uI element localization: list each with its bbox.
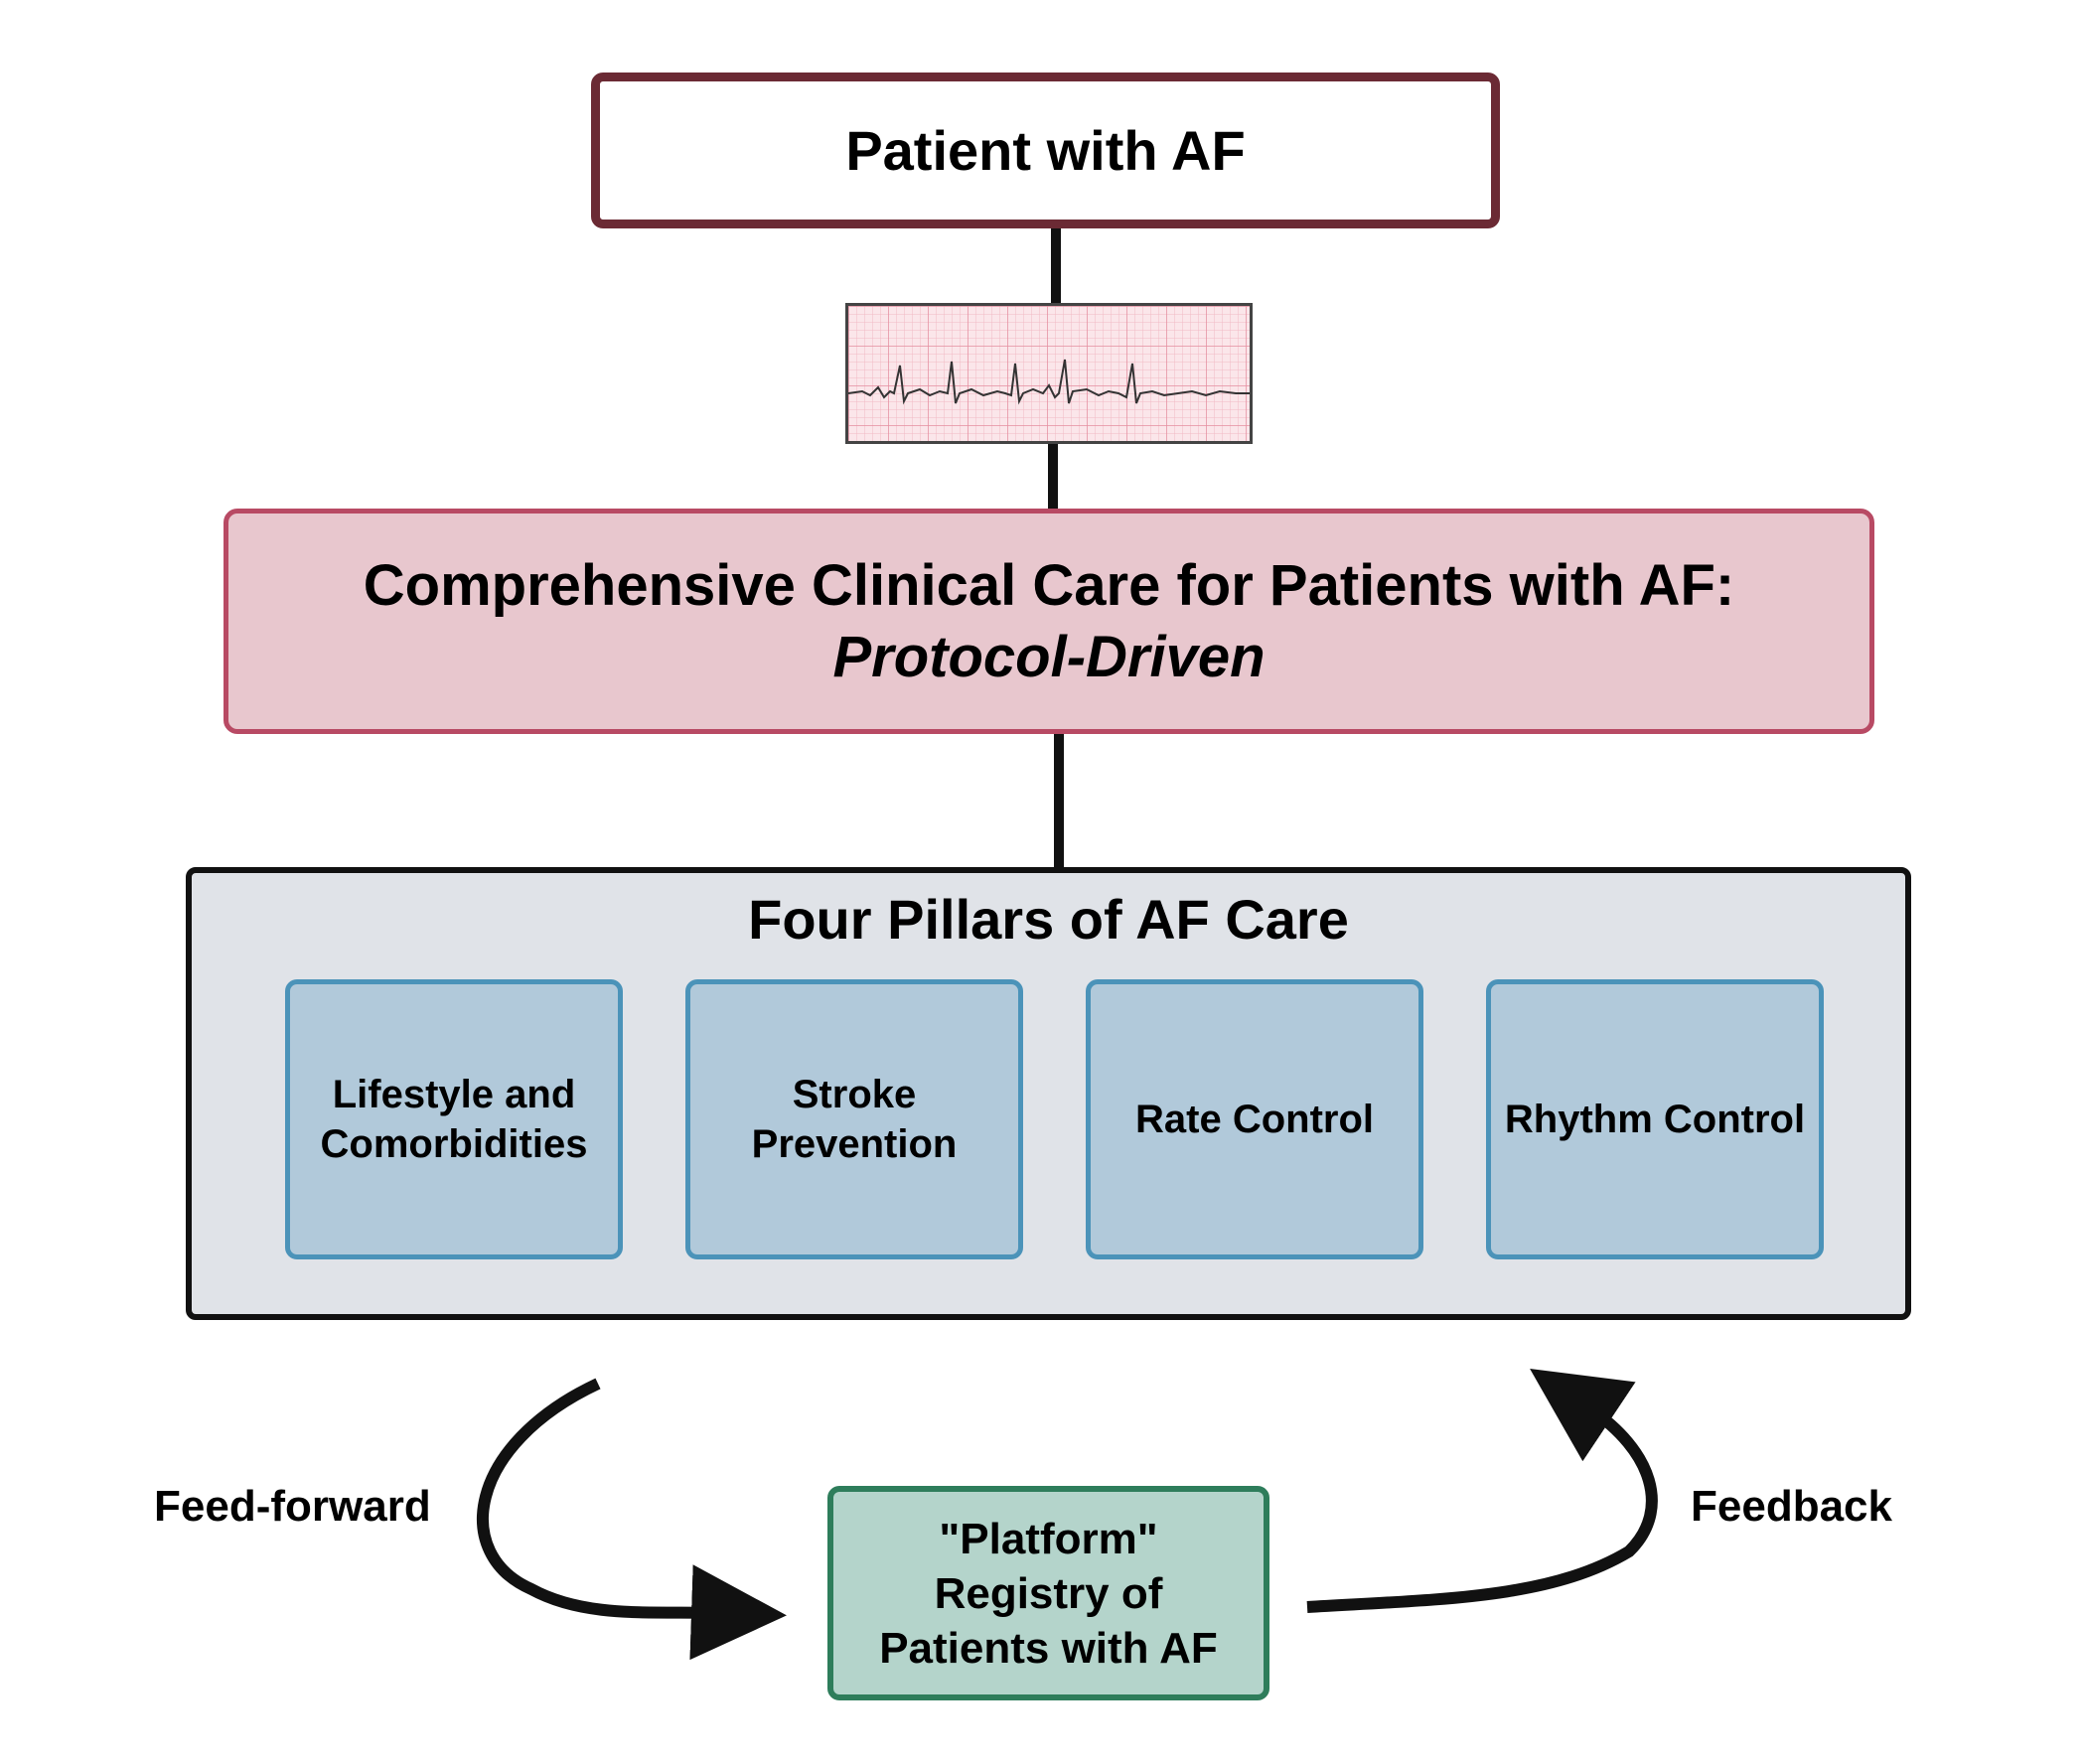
- care-box-subtitle: Protocol-Driven: [832, 624, 1266, 689]
- registry-line-1: "Platform": [939, 1514, 1158, 1563]
- registry-line-2: Registry of: [934, 1568, 1163, 1618]
- pillar-label: Rate Control: [1135, 1098, 1374, 1141]
- registry-line-3: Patients with AF: [879, 1623, 1218, 1673]
- feedback-arrow-icon: [1306, 1369, 1658, 1613]
- pillar-label: Rhythm Control: [1504, 1098, 1806, 1141]
- pillar-label: Lifestyle and Comorbidities: [320, 1073, 588, 1166]
- four-pillars-box: Four Pillars of AF Care Lifestyle and Co…: [186, 867, 1911, 1320]
- patient-box-label: Patient with AF: [845, 119, 1246, 182]
- registry-box: "Platform" Registry of Patients with AF: [827, 1486, 1269, 1700]
- ecg-strip-icon: [845, 303, 1253, 444]
- pillar-stroke-prevention: Stroke Prevention: [685, 979, 1023, 1259]
- feedforward-arrow-icon: [477, 1378, 787, 1661]
- ecg-trace-icon: [847, 306, 1250, 441]
- pillar-rate-control: Rate Control: [1086, 979, 1423, 1259]
- pillar-lifestyle-comorbidities: Lifestyle and Comorbidities: [285, 979, 623, 1259]
- comprehensive-care-box: Comprehensive Clinical Care for Patients…: [224, 509, 1874, 734]
- feedback-label: Feedback: [1691, 1482, 1892, 1531]
- pillars-title: Four Pillars of AF Care: [748, 888, 1349, 951]
- care-box-title: Comprehensive Clinical Care for Patients…: [363, 552, 1735, 618]
- pillar-label: Stroke Prevention: [751, 1073, 958, 1166]
- feedforward-label: Feed-forward: [154, 1482, 431, 1531]
- pillar-rhythm-control: Rhythm Control: [1486, 979, 1824, 1259]
- patient-box: Patient with AF: [591, 73, 1500, 228]
